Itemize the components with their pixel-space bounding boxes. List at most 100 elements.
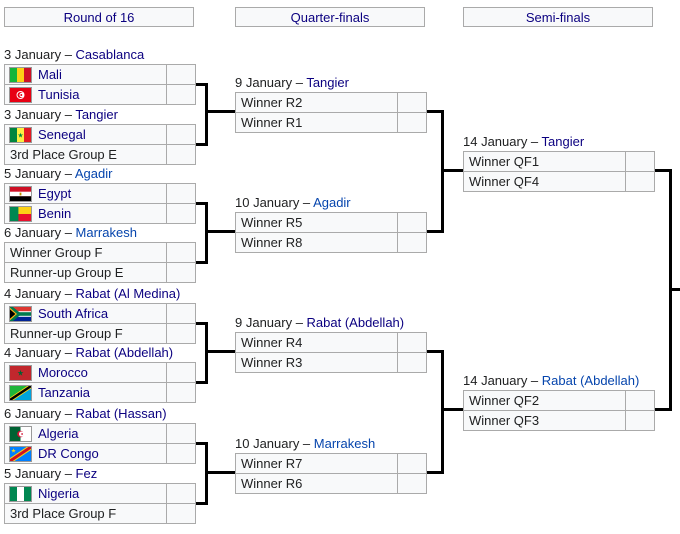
score-cell <box>625 172 654 191</box>
qf-match-3: 9 January – Rabat (Abdellah) Winner R4 W… <box>235 315 427 373</box>
team-name: Winner R5 <box>241 215 303 230</box>
bracket-connector-line <box>196 83 208 86</box>
team-name[interactable]: Algeria <box>38 426 79 441</box>
match-date: 5 January – Fez <box>4 466 196 483</box>
tunisia-flag-icon <box>9 86 32 103</box>
algeria-flag-icon <box>9 425 32 442</box>
match-date: 4 January – Rabat (Abdellah) <box>4 345 196 362</box>
venue-link[interactable]: Agadir <box>313 195 351 210</box>
tanzania-flag-icon <box>9 384 32 401</box>
venue-link[interactable]: Rabat (Hassan) <box>75 406 167 421</box>
team-row: Winner R3 <box>236 352 426 372</box>
venue-link[interactable]: Rabat (Al Medina) <box>75 286 181 301</box>
team-name: Runner-up Group F <box>10 326 123 341</box>
team-name: Winner R8 <box>241 235 303 250</box>
score-cell <box>166 363 195 382</box>
team-name[interactable]: Benin <box>38 206 72 221</box>
r16-match-8: 5 January – Fez Nigeria 3rd Place Group … <box>4 466 196 524</box>
team-name: 3rd Place Group E <box>10 147 117 162</box>
bracket-connector-line <box>196 322 208 325</box>
score-cell <box>166 243 195 262</box>
team-name[interactable]: Tunisia <box>38 87 80 102</box>
venue-link[interactable]: Fez <box>75 466 98 481</box>
dr-congo-flag-icon <box>9 445 32 462</box>
date-text: 10 January – <box>235 436 314 451</box>
sf-match-1: 14 January – Tangier Winner QF1 Winner Q… <box>463 134 655 192</box>
r16-match-3: 5 January – Agadir Egypt Benin <box>4 166 196 224</box>
team-name[interactable]: Morocco <box>38 365 88 380</box>
team-row: South Africa <box>5 304 195 323</box>
venue-link[interactable]: Casablanca <box>75 47 145 62</box>
match-table: Winner Group F Runner-up Group E <box>4 242 196 283</box>
team-row: Winner R6 <box>236 473 426 493</box>
r16-match-5: 4 January – Rabat (Al Medina) South Afri… <box>4 286 196 344</box>
score-cell <box>397 454 426 473</box>
match-table: Winner QF2 Winner QF3 <box>463 390 655 431</box>
team-row: Nigeria <box>5 484 195 503</box>
bracket-connector-line <box>205 83 208 146</box>
team-name[interactable]: Senegal <box>38 127 86 142</box>
bracket-connector-line <box>669 288 680 291</box>
venue-link[interactable]: Marrakesh <box>313 436 376 451</box>
team-name: Runner-up Group E <box>10 265 124 280</box>
team-name[interactable]: Egypt <box>38 186 72 201</box>
team-name[interactable]: DR Congo <box>38 446 99 461</box>
team-row: Mali <box>5 65 195 84</box>
bracket-connector-line <box>441 350 444 474</box>
venue-link[interactable]: Tangier <box>541 134 585 149</box>
team-row: Tanzania <box>5 382 195 402</box>
team-name[interactable]: Nigeria <box>38 486 80 501</box>
team-name: 3rd Place Group F <box>10 506 117 521</box>
team-row: Winner QF4 <box>464 171 654 191</box>
match-table: Nigeria 3rd Place Group F <box>4 483 196 524</box>
score-cell <box>166 504 195 523</box>
bracket-connector-line <box>427 110 444 113</box>
benin-flag-icon <box>9 205 32 222</box>
match-table: Morocco Tanzania <box>4 362 196 403</box>
date-text: 4 January – <box>4 286 76 301</box>
mali-flag-icon <box>9 66 32 83</box>
team-name[interactable]: South Africa <box>38 306 109 321</box>
score-cell <box>166 125 195 144</box>
quarter-finals-header: Quarter-finals <box>235 7 425 27</box>
venue-link[interactable]: Rabat (Abdellah) <box>75 345 174 360</box>
bracket-connector-line <box>196 261 208 264</box>
semi-finals-header: Semi-finals <box>463 7 653 27</box>
match-date: 3 January – Tangier <box>4 107 196 124</box>
score-cell <box>166 184 195 203</box>
match-date: 10 January – Agadir <box>235 195 427 212</box>
match-date: 9 January – Rabat (Abdellah) <box>235 315 427 332</box>
score-cell <box>397 353 426 372</box>
team-name: Winner R2 <box>241 95 303 110</box>
team-row: Egypt <box>5 184 195 203</box>
score-cell <box>625 152 654 171</box>
team-name: Winner R3 <box>241 355 303 370</box>
team-name: Winner R4 <box>241 335 303 350</box>
date-text: 14 January – <box>463 134 542 149</box>
venue-link[interactable]: Rabat (Abdellah) <box>306 315 405 330</box>
score-cell <box>166 263 195 282</box>
score-cell <box>397 233 426 252</box>
date-text: 10 January – <box>235 195 314 210</box>
venue-link[interactable]: Tangier <box>75 107 118 122</box>
date-text: 4 January – <box>4 345 76 360</box>
venue-link[interactable]: Tangier <box>306 75 349 90</box>
match-table: Winner R7 Winner R6 <box>235 453 427 494</box>
quarter-finals-label: Quarter-finals <box>290 9 370 25</box>
south-africa-flag-icon <box>9 305 32 322</box>
date-text: 6 January – <box>4 406 76 421</box>
bracket-connector-line <box>427 471 444 474</box>
bracket-connector-line <box>196 202 208 205</box>
score-cell <box>166 145 195 164</box>
team-name[interactable]: Mali <box>38 67 62 82</box>
match-date: 6 January – Marrakesh <box>4 225 196 242</box>
bracket-connector-line <box>441 408 463 411</box>
bracket-connector-line <box>441 169 463 172</box>
venue-link[interactable]: Marrakesh <box>75 225 137 240</box>
team-row: Morocco <box>5 363 195 382</box>
team-name[interactable]: Tanzania <box>38 385 91 400</box>
team-name: Winner Group F <box>10 245 103 260</box>
venue-link[interactable]: Rabat (Abdellah) <box>541 373 640 388</box>
venue-link[interactable]: Agadir <box>74 166 113 181</box>
